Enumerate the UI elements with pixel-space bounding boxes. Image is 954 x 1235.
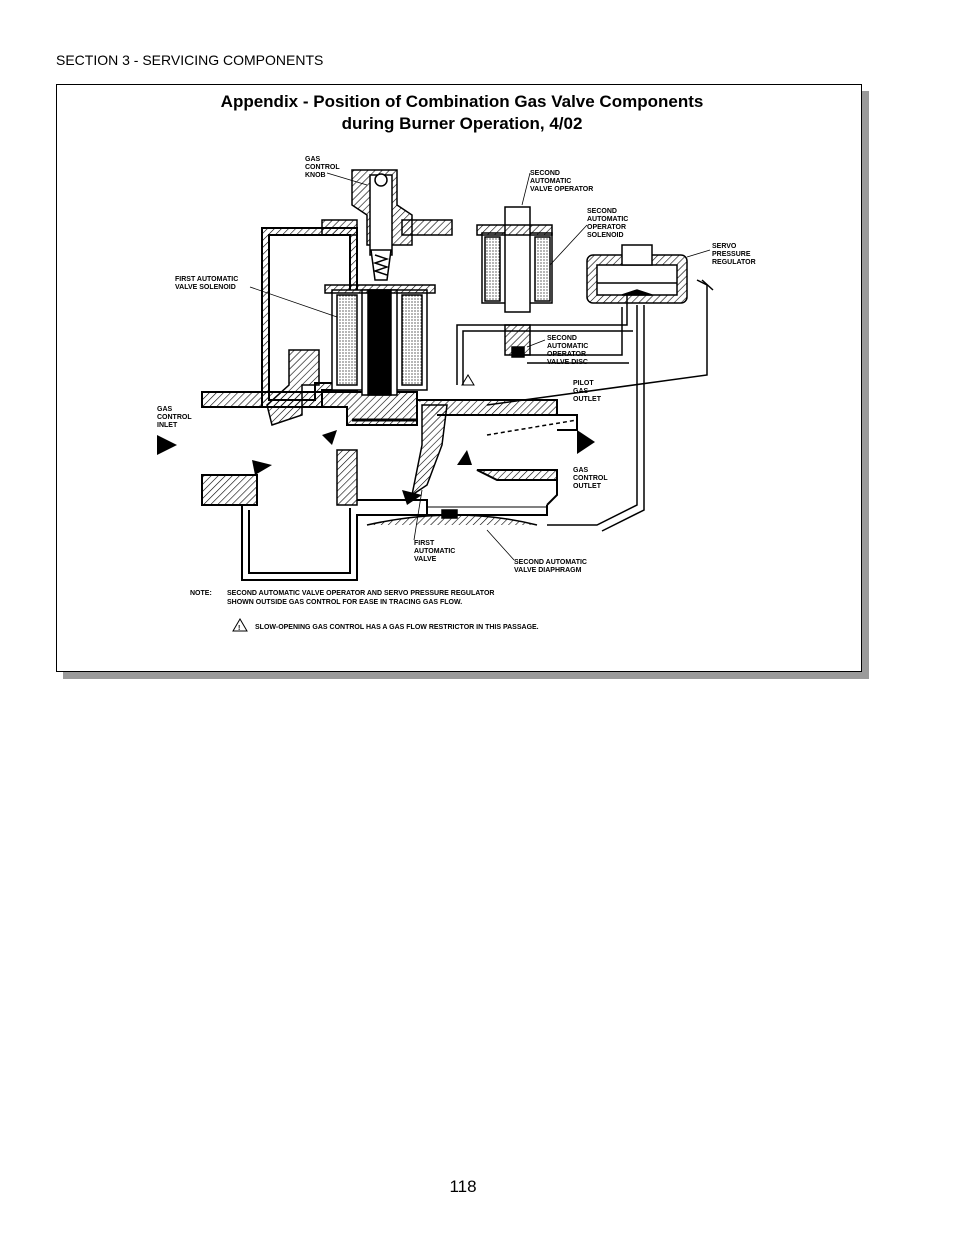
label-second-solenoid-4: SOLENOID — [587, 232, 624, 239]
page-number: 118 — [449, 1177, 477, 1196]
label-outlet-3: OUTLET — [573, 483, 602, 490]
gas-valve-diagram: GAS CONTROL KNOB SECOND AUTOMATIC VALVE … — [157, 156, 756, 632]
diagram-note: NOTE: SECOND AUTOMATIC VALVE OPERATOR AN… — [190, 374, 539, 632]
gas-control-knob — [321, 169, 453, 281]
note-line1: SECOND AUTOMATIC VALVE OPERATOR AND SERV… — [227, 590, 494, 597]
label-first-valve-2: AUTOMATIC — [414, 548, 455, 555]
label-pilot-3: OUTLET — [573, 396, 602, 403]
label-gas-control-knob-3: KNOB — [305, 172, 326, 179]
first-solenoid — [324, 284, 436, 396]
label-outlet-2: CONTROL — [573, 475, 608, 482]
note-line2: SHOWN OUTSIDE GAS CONTROL FOR EASE IN TR… — [227, 599, 462, 606]
label-servo-1: SERVO — [712, 243, 737, 250]
label-servo-2: PRESSURE — [712, 251, 751, 258]
label-pilot-1: PILOT — [573, 380, 594, 387]
restrictor-warning-icon — [461, 374, 475, 386]
label-diaphragm-2: VALVE DIAPHRAGM — [514, 567, 582, 574]
label-first-valve-1: FIRST — [414, 540, 435, 547]
section-header: SECTION 3 - SERVICING COMPONENTS — [56, 52, 324, 68]
label-first-solenoid-2: VALVE SOLENOID — [175, 284, 236, 291]
flow-arrows — [157, 430, 595, 505]
servo-regulator — [586, 244, 688, 304]
label-second-operator-1: SECOND — [530, 170, 560, 177]
tubing — [456, 279, 714, 532]
warning-icon — [232, 618, 248, 632]
label-second-operator-3: VALVE OPERATOR — [530, 186, 593, 193]
label-first-solenoid-1: FIRST AUTOMATIC — [175, 276, 238, 283]
warning-text: SLOW-OPENING GAS CONTROL HAS A GAS FLOW … — [255, 624, 539, 631]
label-valve-disc-4: VALVE DISC — [547, 359, 588, 366]
label-gas-control-knob-1: GAS — [305, 156, 321, 163]
warning-symbol: ! — [238, 625, 240, 632]
label-diaphragm-1: SECOND AUTOMATIC — [514, 559, 587, 566]
label-gas-control-knob-2: CONTROL — [305, 164, 340, 171]
label-servo-3: REGULATOR — [712, 259, 756, 266]
label-inlet-1: GAS — [157, 406, 173, 413]
label-second-solenoid-2: AUTOMATIC — [587, 216, 628, 223]
label-second-solenoid-1: SECOND — [587, 208, 617, 215]
label-first-valve-3: VALVE — [414, 556, 437, 563]
label-inlet-2: CONTROL — [157, 414, 192, 421]
diaphragm — [366, 509, 538, 526]
label-second-solenoid-3: OPERATOR — [587, 224, 626, 231]
figure-title-line1: Appendix - Position of Combination Gas V… — [220, 92, 704, 111]
note-label: NOTE: — [190, 590, 212, 597]
label-second-operator-2: AUTOMATIC — [530, 178, 571, 185]
label-outlet-1: GAS — [573, 467, 589, 474]
label-pilot-2: GAS — [573, 388, 589, 395]
label-valve-disc-2: AUTOMATIC — [547, 343, 588, 350]
label-valve-disc-3: OPERATOR — [547, 351, 586, 358]
label-inlet-3: INLET — [157, 422, 178, 429]
label-valve-disc-1: SECOND — [547, 335, 577, 342]
figure-box: Appendix - Position of Combination Gas V… — [56, 84, 862, 672]
second-operator — [476, 206, 553, 358]
diagram-labels: GAS CONTROL KNOB SECOND AUTOMATIC VALVE … — [157, 156, 756, 574]
inner-chamber — [266, 349, 448, 506]
figure-title-line2: during Burner Operation, 4/02 — [341, 114, 583, 133]
